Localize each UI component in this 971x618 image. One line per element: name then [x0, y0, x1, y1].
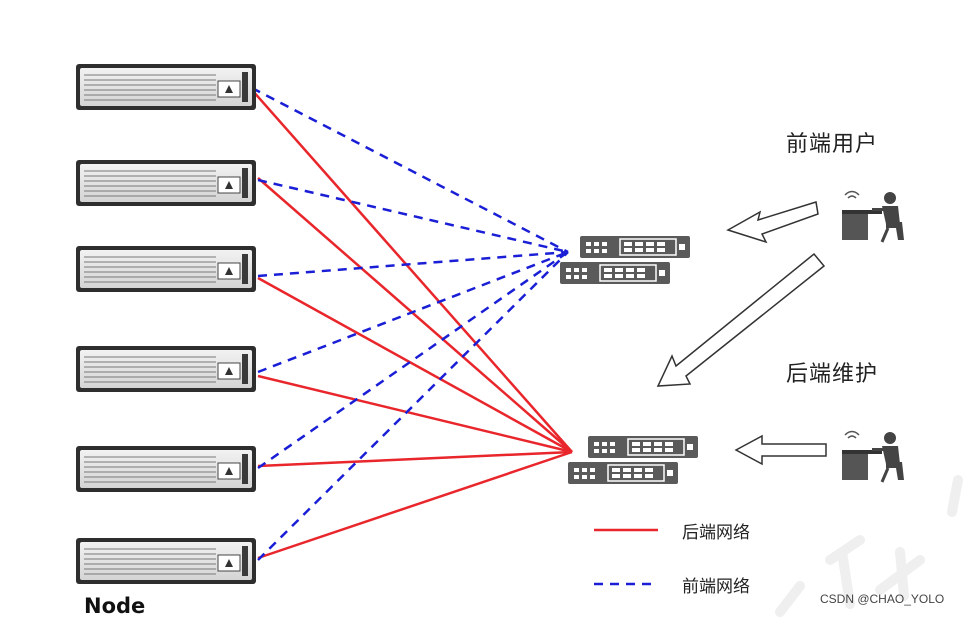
server-icon — [75, 159, 257, 207]
server-node-3 — [75, 245, 257, 293]
server-node-4 — [75, 345, 257, 393]
background-watermark — [775, 475, 963, 617]
switch-icon — [579, 235, 691, 259]
arrow-icon — [734, 434, 827, 466]
server-icon — [75, 445, 257, 493]
backend-switch-stack — [567, 435, 699, 485]
server-node-1 — [75, 63, 257, 111]
backend-network-lines — [251, 89, 573, 560]
arrow-icon — [726, 201, 819, 244]
server-node-6 — [75, 537, 257, 585]
legend-frontend-network-label: 前端网络 — [682, 577, 750, 597]
server-icon — [75, 63, 257, 111]
server-node-5 — [75, 445, 257, 493]
switch-icon — [587, 435, 699, 459]
server-icon — [75, 537, 257, 585]
frontend-user-figure — [840, 190, 906, 244]
server-icon — [75, 345, 257, 393]
arrow-icon — [656, 252, 826, 387]
server-icon — [75, 245, 257, 293]
frontend-switch-stack — [559, 235, 691, 285]
switch-icon — [567, 461, 679, 485]
legend-backend-network-label: 后端网络 — [682, 523, 750, 543]
csdn-watermark: CSDN @CHAO_YOLO — [820, 592, 945, 606]
node-label: Node — [84, 594, 146, 618]
backend-maintainer-figure — [840, 430, 906, 484]
user-at-desk-icon — [840, 430, 906, 484]
backend-maintenance-label: 后端维护 — [786, 362, 879, 387]
server-node-2 — [75, 159, 257, 207]
user-at-desk-icon — [840, 190, 906, 244]
frontend-network-lines — [251, 86, 569, 561]
switch-icon — [559, 261, 671, 285]
frontend-user-label: 前端用户 — [786, 132, 879, 157]
